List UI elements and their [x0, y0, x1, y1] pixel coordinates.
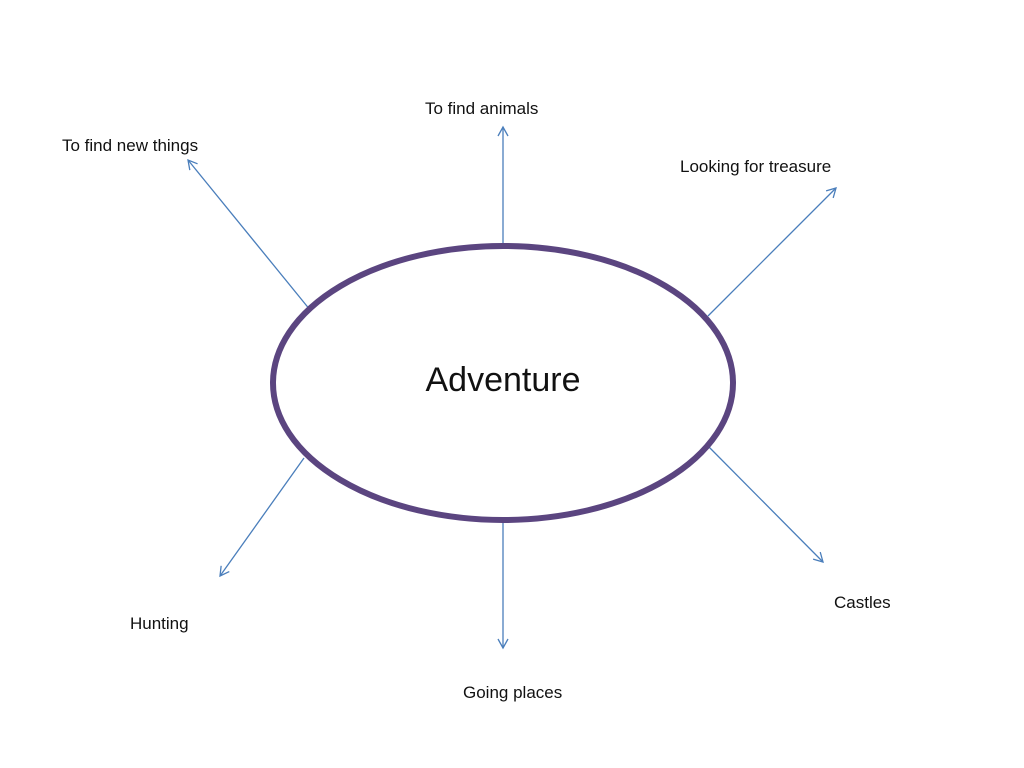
central-ellipse	[270, 243, 736, 523]
branch-label-castles: Castles	[834, 593, 891, 612]
branch-label-hunting: Hunting	[130, 614, 189, 633]
branch-label-to-find-new-things: To find new things	[62, 136, 199, 155]
central-topic-label: Adventure	[425, 361, 581, 399]
arrow-to-find-new-things	[187, 158, 316, 317]
arrow-looking-for-treasure	[707, 187, 837, 317]
branch-label-looking-for-treasure: Looking for treasure	[680, 157, 832, 176]
arrow-hunting	[219, 457, 305, 578]
arrow-castles	[705, 443, 824, 563]
branch-label-going-places: Going places	[463, 683, 563, 702]
branch-label-to-find-animals: To find animals	[425, 99, 539, 118]
